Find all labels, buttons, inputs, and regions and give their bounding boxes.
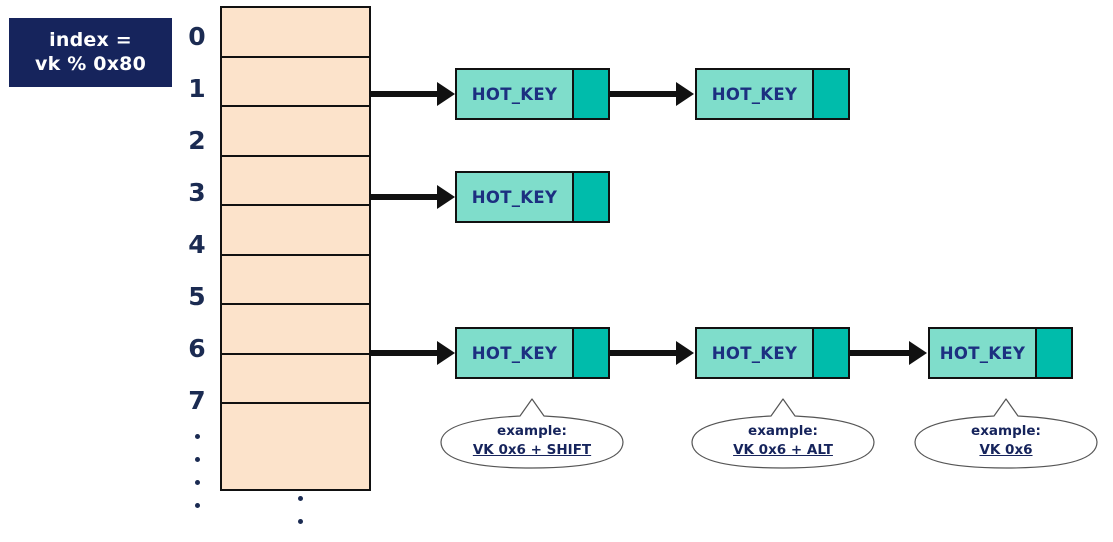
callout-bubble-shape bbox=[691, 398, 875, 469]
hotkey-node-b6-n3[interactable]: HOT_KEY bbox=[928, 327, 1073, 379]
hotkey-node-next-pointer bbox=[574, 173, 608, 221]
arrow-node1-to-node2 bbox=[610, 82, 694, 106]
hotkey-node-label: HOT_KEY bbox=[697, 329, 814, 377]
row-label-0: 0 bbox=[188, 22, 206, 51]
ellipsis-dot bbox=[194, 434, 200, 439]
callout-value: VK 0x6 + SHIFT bbox=[472, 441, 592, 458]
hotkey-node-label: HOT_KEY bbox=[697, 70, 814, 118]
hotkey-node-b1-n2[interactable]: HOT_KEY bbox=[695, 68, 850, 120]
callout-value: VK 0x6 + ALT bbox=[733, 441, 833, 458]
callout-bubble-shape bbox=[914, 398, 1098, 469]
bucket-cell-4[interactable] bbox=[220, 204, 371, 256]
row-label-6: 6 bbox=[188, 334, 206, 363]
callout-shift: example: VK 0x6 + SHIFT bbox=[438, 396, 626, 471]
index-formula-line1: index = bbox=[49, 28, 132, 51]
row-label-2: 2 bbox=[188, 126, 206, 155]
ellipsis-dot bbox=[194, 503, 200, 508]
hotkey-node-label: HOT_KEY bbox=[930, 329, 1037, 377]
hotkey-node-next-pointer bbox=[574, 70, 608, 118]
ellipsis-dot bbox=[194, 457, 200, 462]
index-formula-line2: vk % 0x80 bbox=[34, 52, 146, 75]
bucket-cell-5[interactable] bbox=[220, 253, 371, 306]
hotkey-node-label: HOT_KEY bbox=[457, 173, 574, 221]
ellipsis-dot bbox=[194, 480, 200, 485]
callout-title: example: bbox=[497, 423, 567, 440]
callout-text: example: VK 0x6 + ALT bbox=[689, 396, 877, 471]
arrow-b6-node2-to-node3 bbox=[850, 341, 927, 365]
row-label-ellipsis bbox=[182, 434, 212, 526]
bucket-cell-0[interactable] bbox=[220, 6, 371, 58]
hotkey-node-label: HOT_KEY bbox=[457, 329, 574, 377]
callout-plain: example: VK 0x6 bbox=[912, 396, 1100, 471]
row-label-4: 4 bbox=[188, 230, 206, 259]
hotkey-node-b1-n1[interactable]: HOT_KEY bbox=[455, 68, 610, 120]
hotkey-node-next-pointer bbox=[1037, 329, 1071, 377]
row-label-1: 1 bbox=[188, 74, 206, 103]
arrow-bucket1-to-node1 bbox=[371, 82, 455, 106]
bucket-cell-1[interactable] bbox=[220, 55, 371, 108]
callout-text: example: VK 0x6 + SHIFT bbox=[438, 396, 626, 471]
row-label-5: 5 bbox=[188, 282, 206, 311]
bucket-cell-7[interactable] bbox=[220, 352, 371, 405]
hash-table bbox=[220, 6, 371, 491]
callout-title: example: bbox=[971, 423, 1041, 440]
callout-bubble-shape bbox=[440, 398, 624, 469]
arrow-b6-node1-to-node2 bbox=[610, 341, 694, 365]
hotkey-node-b3-n1[interactable]: HOT_KEY bbox=[455, 171, 610, 223]
callout-text: example: VK 0x6 bbox=[912, 396, 1100, 471]
callout-value: VK 0x6 bbox=[979, 441, 1033, 458]
callout-alt: example: VK 0x6 + ALT bbox=[689, 396, 877, 471]
ellipsis-dot bbox=[297, 496, 303, 501]
hotkey-node-next-pointer bbox=[574, 329, 608, 377]
callout-title: example: bbox=[748, 423, 818, 440]
hotkey-node-next-pointer bbox=[814, 70, 848, 118]
index-formula-badge: index = vk % 0x80 bbox=[9, 18, 172, 87]
arrow-bucket3-to-node1 bbox=[371, 185, 455, 209]
row-label-7: 7 bbox=[188, 386, 206, 415]
bucket-cell-3[interactable] bbox=[220, 154, 371, 207]
arrow-bucket6-to-node1 bbox=[371, 341, 455, 365]
ellipsis-dot bbox=[297, 519, 303, 524]
bucket-cell-2[interactable] bbox=[220, 105, 371, 157]
hotkey-node-b6-n2[interactable]: HOT_KEY bbox=[695, 327, 850, 379]
hotkey-node-next-pointer bbox=[814, 329, 848, 377]
hotkey-node-b6-n1[interactable]: HOT_KEY bbox=[455, 327, 610, 379]
bucket-cell-overflow[interactable] bbox=[220, 402, 371, 491]
hotkey-node-label: HOT_KEY bbox=[457, 70, 574, 118]
row-label-3: 3 bbox=[188, 178, 206, 207]
bucket-cell-6[interactable] bbox=[220, 303, 371, 355]
